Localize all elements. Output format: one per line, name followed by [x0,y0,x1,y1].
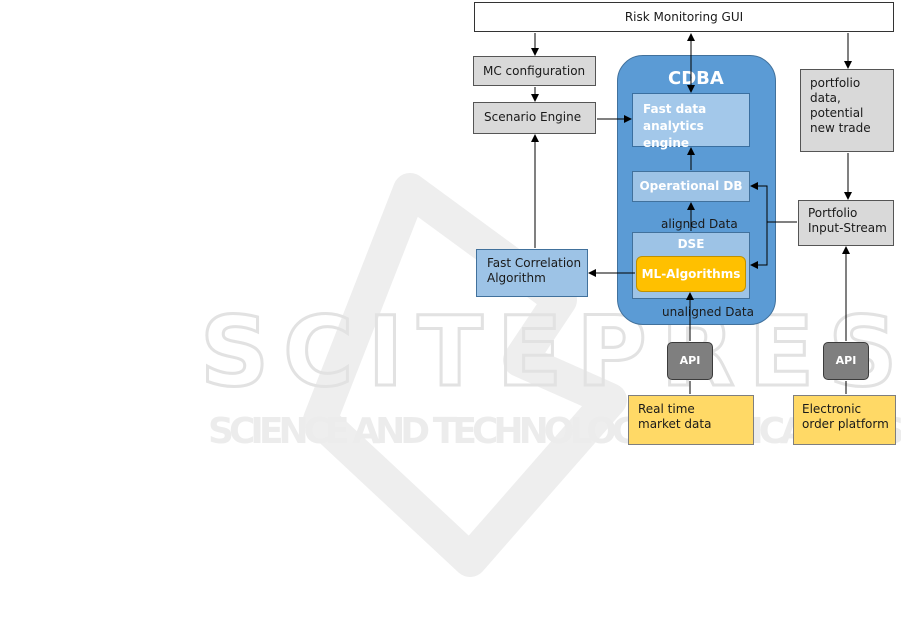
real-time-market-data-box: Real time market data [628,395,754,445]
portfolio-input-stream-box: Portfolio Input-Stream [798,200,894,246]
risk-monitoring-gui-label: Risk Monitoring GUI [624,10,744,24]
realtime-line2: market data [638,417,712,431]
mc-configuration-label: MC configuration [483,64,586,78]
portfolio-data-line1: portfolio [810,76,861,90]
realtime-line1: Real time [638,402,695,416]
fast-data-analytics-engine-box: Fast data analytics engine [632,93,750,150]
portfolio-data-box: portfolio data, potential new trade [800,69,894,152]
ml-algorithms-label: ML-Algorithms [641,267,741,281]
api-right-box: API [823,342,869,380]
electronic-line1: Electronic [802,402,862,416]
api-left-box: API [667,342,713,380]
scenario-engine-label: Scenario Engine [484,110,582,124]
portfolio-stream-line2: Input-Stream [808,221,887,235]
portfolio-data-line4: new trade [810,121,871,135]
aligned-data-label: aligned Data [661,217,738,231]
api-left-label: API [679,354,701,367]
risk-monitoring-gui: Risk Monitoring GUI [474,2,894,32]
fast-correlation-algorithm-box: Fast Correlation Algorithm [476,249,588,297]
operational-db-label: Operational DB [639,179,743,193]
electronic-line2: order platform [802,417,889,431]
fast-data-label-line1: Fast data [643,102,707,116]
ml-algorithms-box: ML-Algorithms [636,256,746,292]
cdba-title: CDBA [668,68,724,89]
portfolio-data-line3: potential [810,106,864,120]
arrow-stream-to-opdb [750,182,797,223]
api-right-label: API [835,354,857,367]
portfolio-data-line2: data, [810,91,841,105]
fast-correlation-line1: Fast Correlation [487,256,582,270]
arrow-stream-to-ml [750,222,768,269]
mc-configuration-box: MC configuration [473,56,596,86]
unaligned-data-label: unaligned Data [662,305,754,319]
fast-correlation-line2: Algorithm [487,271,546,285]
operational-db-box: Operational DB [632,171,750,202]
portfolio-stream-line1: Portfolio [808,206,858,220]
electronic-order-platform-box: Electronic order platform [793,395,896,445]
scenario-engine-box: Scenario Engine [473,102,596,134]
dse-label: DSE [677,237,705,251]
fast-data-label-line2: analytics engine [643,119,704,150]
